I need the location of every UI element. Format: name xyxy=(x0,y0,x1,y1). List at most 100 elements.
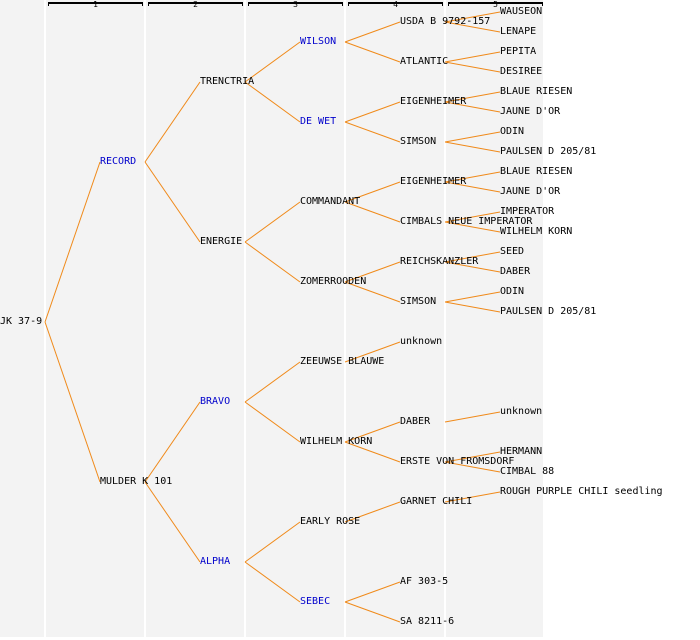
ancestor-node-gen2: TRENCTRIA xyxy=(200,76,255,87)
connector-line xyxy=(444,451,501,463)
ancestor-node-gen4: DABER xyxy=(400,416,431,427)
connector-line xyxy=(344,341,401,363)
connector-line xyxy=(344,421,401,443)
connector-line xyxy=(344,501,401,523)
connector-line xyxy=(444,251,501,263)
root-node: JK 37-9 xyxy=(0,316,43,327)
connector-line xyxy=(444,91,501,103)
connector-line xyxy=(344,181,401,203)
ancestor-node-gen5: PAULSEN D 205/81 xyxy=(500,146,597,157)
connector-line xyxy=(244,241,301,283)
connector-line xyxy=(444,261,501,273)
connector-line xyxy=(144,81,201,163)
ancestor-node-gen4: ERSTE VON FROMSDORF xyxy=(400,456,515,467)
column-bg-4 xyxy=(346,0,444,637)
ancestor-node-gen4: USDA B 9792-157 xyxy=(400,16,491,27)
generation-header-5: 5 xyxy=(493,0,498,9)
connector-line xyxy=(144,481,201,563)
ancestor-node-gen4: SIMSON xyxy=(400,296,437,307)
ancestor-node-gen4: EIGENHEIMER xyxy=(400,96,467,107)
ancestor-node-gen4: SA 8211-6 xyxy=(400,616,455,627)
ancestor-node-gen4: EIGENHEIMER xyxy=(400,176,467,187)
connector-line xyxy=(444,491,501,503)
ancestor-node-gen5: BLAUE RIESEN xyxy=(500,86,573,97)
connector-line xyxy=(444,21,501,33)
ancestor-node-gen5: HERMANN xyxy=(500,446,543,457)
ancestor-node-gen5: PAULSEN D 205/81 xyxy=(500,306,597,317)
ancestor-node-gen5: BLAUE RIESEN xyxy=(500,166,573,177)
ancestor-node-gen5: ODIN xyxy=(500,126,525,137)
ancestor-node-gen2[interactable]: ALPHA xyxy=(200,556,231,567)
generation-header-3: 3 xyxy=(293,0,298,9)
generation-header-bracket-4 xyxy=(348,2,443,6)
ancestor-node-gen4: CIMBALS NEUE IMPERATOR xyxy=(400,216,533,227)
connector-line xyxy=(444,211,501,223)
connector-line xyxy=(444,131,501,143)
ancestor-node-gen3[interactable]: SEBEC xyxy=(300,596,331,607)
connector-line xyxy=(144,161,201,243)
ancestor-node-gen4: REICHSKANZLER xyxy=(400,256,479,267)
connector-line xyxy=(344,101,401,123)
connector-line xyxy=(244,521,301,563)
connector-line xyxy=(344,441,401,463)
connector-line xyxy=(144,401,201,483)
connector-line xyxy=(44,321,101,483)
ancestor-node-gen3: COMMANDANT xyxy=(300,196,361,207)
connector-line xyxy=(344,121,401,143)
connector-line xyxy=(444,221,501,233)
connector-line xyxy=(244,41,301,83)
ancestor-node-gen4: GARNET CHILI xyxy=(400,496,473,507)
column-bg-5 xyxy=(446,0,543,637)
ancestor-node-gen5: PEPITA xyxy=(500,46,537,57)
ancestor-node-gen2: ENERGIE xyxy=(200,236,243,247)
ancestor-node-gen3: ZEEUWSE BLAUWE xyxy=(300,356,385,367)
connector-line xyxy=(244,81,301,123)
connector-line xyxy=(244,561,301,603)
connector-line xyxy=(444,61,501,73)
connector-line xyxy=(244,401,301,443)
ancestor-node-gen5: unknown xyxy=(500,406,543,417)
connector-line xyxy=(44,161,101,323)
connector-line xyxy=(344,601,401,623)
ancestor-node-gen1[interactable]: RECORD xyxy=(100,156,137,167)
ancestor-node-gen2[interactable]: BRAVO xyxy=(200,396,231,407)
ancestor-node-gen5: DABER xyxy=(500,266,531,277)
ancestor-node-gen5: JAUNE D'OR xyxy=(500,106,561,117)
connector-line xyxy=(344,581,401,603)
connector-line xyxy=(344,201,401,223)
ancestor-node-gen3: WILHELM KORN xyxy=(300,436,373,447)
connector-line xyxy=(444,461,501,473)
ancestor-node-gen5: JAUNE D'OR xyxy=(500,186,561,197)
connector-line xyxy=(444,291,501,303)
ancestor-node-gen5: CIMBAL 88 xyxy=(500,466,555,477)
generation-header-1: 1 xyxy=(93,0,98,9)
ancestor-node-gen5: WAUSEON xyxy=(500,6,543,17)
ancestor-node-gen5: LENAPE xyxy=(500,26,537,37)
connector-line xyxy=(344,21,401,43)
ancestor-node-gen5: ROUGH PURPLE CHILI seedling xyxy=(500,486,663,497)
ancestor-node-gen3[interactable]: DE WET xyxy=(300,116,337,127)
ancestor-node-gen3[interactable]: WILSON xyxy=(300,36,337,47)
column-bg-3 xyxy=(246,0,344,637)
ancestor-node-gen5: WILHELM KORN xyxy=(500,226,573,237)
ancestor-node-gen4: unknown xyxy=(400,336,443,347)
ancestor-node-gen4: ATLANTIC xyxy=(400,56,449,67)
connector-line xyxy=(444,51,501,63)
ancestor-node-gen3: EARLY ROSE xyxy=(300,516,361,527)
connector-line xyxy=(444,301,501,313)
ancestor-node-gen5: ODIN xyxy=(500,286,525,297)
connector-line xyxy=(344,261,401,283)
column-bg-root xyxy=(0,0,44,637)
ancestor-node-gen1: MULDER K 101 xyxy=(100,476,173,487)
ancestor-node-gen5: IMPERATOR xyxy=(500,206,555,217)
column-bg-1 xyxy=(46,0,144,637)
connector-line xyxy=(344,41,401,63)
connector-line xyxy=(344,281,401,303)
ancestor-node-gen4: AF 303-5 xyxy=(400,576,449,587)
ancestor-node-gen3: ZOMERROODEN xyxy=(300,276,367,287)
generation-header-bracket-1 xyxy=(48,2,143,6)
ancestor-node-gen5: SEED xyxy=(500,246,525,257)
connector-line xyxy=(244,361,301,403)
generation-header-bracket-2 xyxy=(148,2,243,6)
